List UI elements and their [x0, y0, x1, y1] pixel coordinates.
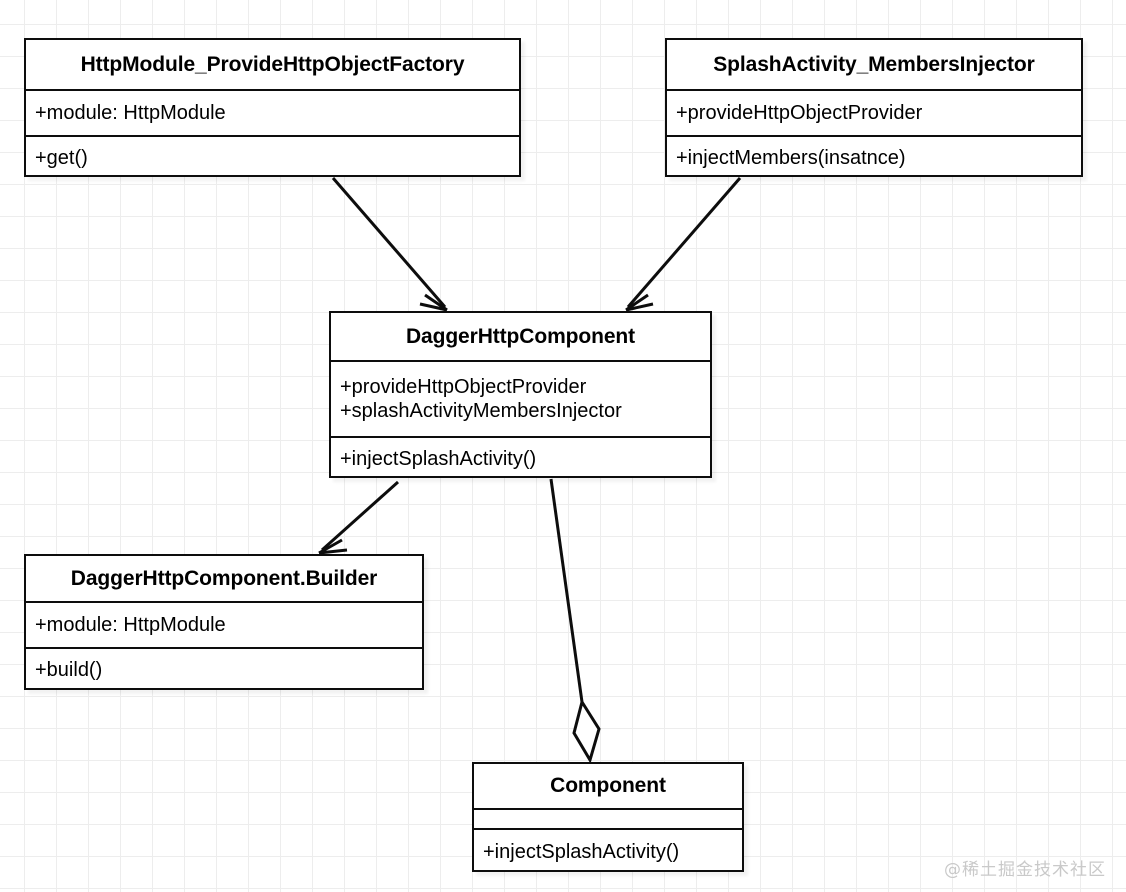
edge-dagger-http-component-to-builder: [318, 480, 400, 555]
class-attributes-compartment: +provideHttpObjectProvider +splashActivi…: [331, 360, 710, 436]
class-operation: +injectSplashActivity(): [483, 840, 680, 863]
class-name-compartment: HttpModule_ProvideHttpObjectFactory: [26, 40, 519, 89]
uml-class-splash-activity-members-injector[interactable]: SplashActivity_MembersInjector +provideH…: [665, 38, 1083, 177]
class-operation: +get(): [35, 146, 88, 169]
class-name: Component: [550, 774, 666, 798]
class-name: SplashActivity_MembersInjector: [713, 52, 1035, 76]
class-operation: +injectMembers(insatnce): [676, 146, 906, 169]
class-name: DaggerHttpComponent: [405, 324, 636, 348]
class-name-compartment: SplashActivity_MembersInjector: [667, 40, 1081, 89]
class-attribute: +splashActivityMembersInjector: [340, 400, 622, 422]
edge-members-injector-to-dagger-http-component: [625, 177, 742, 312]
class-name: DaggerHttpComponent.Builder: [70, 566, 378, 590]
class-attribute: +module: HttpModule: [35, 613, 226, 636]
class-name-compartment: DaggerHttpComponent: [331, 313, 710, 360]
class-attributes-compartment: +module: HttpModule: [26, 89, 519, 135]
uml-class-dagger-http-component-builder[interactable]: DaggerHttpComponent.Builder +module: Htt…: [24, 554, 424, 690]
class-attribute: +module: HttpModule: [35, 101, 226, 124]
watermark: @稀土掘金技术社区: [944, 860, 1106, 880]
class-attributes-compartment: [474, 808, 742, 828]
uml-class-http-module-provide-http-object-factory[interactable]: HttpModule_ProvideHttpObjectFactory +mod…: [24, 38, 521, 177]
class-attribute: +provideHttpObjectProvider: [676, 101, 923, 124]
class-attribute: +provideHttpObjectProvider: [340, 375, 587, 398]
class-operations-compartment: +injectSplashActivity(): [474, 828, 742, 874]
class-operations-compartment: +injectMembers(insatnce): [667, 135, 1081, 179]
class-name: HttpModule_ProvideHttpObjectFactory: [80, 52, 465, 76]
class-operations-compartment: +injectSplashActivity(): [331, 436, 710, 480]
class-name-compartment: DaggerHttpComponent.Builder: [26, 556, 422, 601]
class-operation: +injectSplashActivity(): [340, 447, 537, 470]
class-name-compartment: Component: [474, 764, 742, 808]
edge-dagger-http-component-to-component: [549, 478, 601, 764]
edge-factory-to-dagger-http-component: [331, 177, 448, 312]
class-operations-compartment: +get(): [26, 135, 519, 179]
class-operations-compartment: +build(): [26, 647, 422, 692]
class-attributes-compartment: +module: HttpModule: [26, 601, 422, 647]
class-operation: +build(): [35, 659, 103, 682]
uml-class-dagger-http-component[interactable]: DaggerHttpComponent +provideHttpObjectPr…: [329, 311, 712, 478]
class-attributes-compartment: +provideHttpObjectProvider: [667, 89, 1081, 135]
uml-class-component[interactable]: Component +injectSplashActivity(): [472, 762, 744, 872]
